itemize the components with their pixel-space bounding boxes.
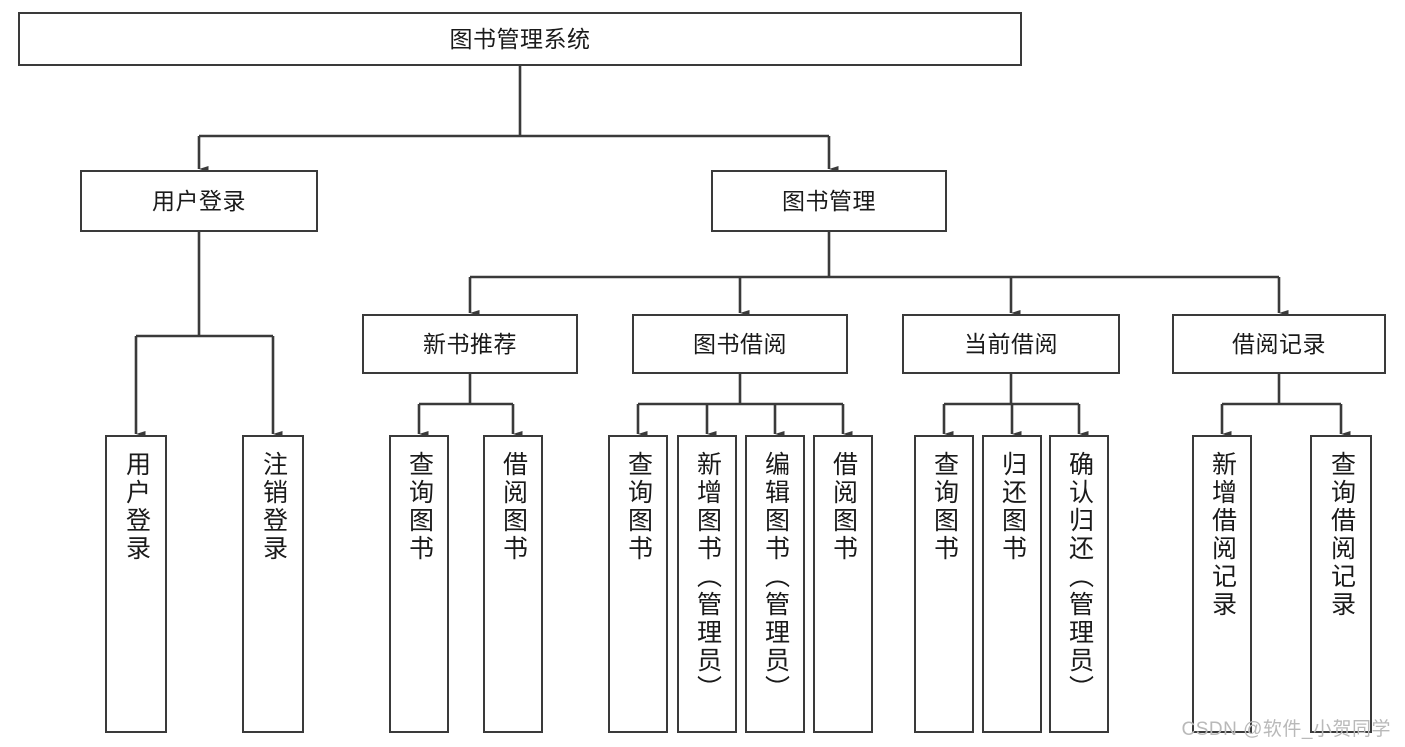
node-leaf-query-book-2[interactable]: 查询图书	[608, 435, 668, 733]
node-label: 用户登录	[152, 187, 246, 214]
node-label: 查询借阅记录	[1327, 451, 1356, 619]
node-label: 归还图书	[998, 451, 1027, 563]
node-label: 注销登录	[259, 451, 288, 563]
node-label: 当前借阅	[964, 330, 1058, 357]
node-leaf-logout[interactable]: 注销登录	[242, 435, 304, 733]
node-label: 新增借阅记录	[1208, 451, 1237, 619]
watermark-label: CSDN @软件_小贺同学	[1181, 719, 1391, 740]
node-leaf-user-login[interactable]: 用户登录	[105, 435, 167, 733]
node-leaf-add-borrow-record[interactable]: 新增借阅记录	[1192, 435, 1252, 733]
node-label: 编辑图书（管理员）	[761, 451, 790, 703]
node-label: 查询图书	[930, 451, 959, 563]
node-book-borrow[interactable]: 图书借阅	[632, 314, 848, 374]
node-leaf-return-book[interactable]: 归还图书	[982, 435, 1042, 733]
node-leaf-confirm-return-admin[interactable]: 确认归还（管理员）	[1049, 435, 1109, 733]
node-label: 图书借阅	[693, 330, 787, 357]
node-leaf-query-borrow-record[interactable]: 查询借阅记录	[1310, 435, 1372, 733]
node-label: 查询图书	[624, 451, 653, 563]
node-leaf-add-book-admin[interactable]: 新增图书（管理员）	[677, 435, 737, 733]
node-user-login[interactable]: 用户登录	[80, 170, 318, 232]
node-new-book-rec[interactable]: 新书推荐	[362, 314, 578, 374]
node-label: 借阅图书	[829, 451, 858, 563]
node-label: 新增图书（管理员）	[693, 451, 722, 703]
edge-group	[134, 66, 1351, 437]
node-book-manage[interactable]: 图书管理	[711, 170, 947, 232]
node-label: 借阅图书	[499, 451, 528, 563]
node-root[interactable]: 图书管理系统	[18, 12, 1022, 66]
node-leaf-query-book-3[interactable]: 查询图书	[914, 435, 974, 733]
node-label: 借阅记录	[1232, 330, 1326, 357]
node-leaf-borrow-book-rec[interactable]: 借阅图书	[483, 435, 543, 733]
node-label: 图书管理	[782, 187, 876, 214]
node-label: 查询图书	[405, 451, 434, 563]
node-label: 新书推荐	[423, 330, 517, 357]
node-label: 图书管理系统	[449, 25, 591, 52]
node-leaf-edit-book-admin[interactable]: 编辑图书（管理员）	[745, 435, 805, 733]
node-leaf-query-book-rec[interactable]: 查询图书	[389, 435, 449, 733]
node-borrow-record[interactable]: 借阅记录	[1172, 314, 1386, 374]
node-leaf-borrow-book-2[interactable]: 借阅图书	[813, 435, 873, 733]
node-label: 确认归还（管理员）	[1065, 451, 1094, 703]
node-current-borrow[interactable]: 当前借阅	[902, 314, 1120, 374]
node-label: 用户登录	[122, 451, 151, 563]
